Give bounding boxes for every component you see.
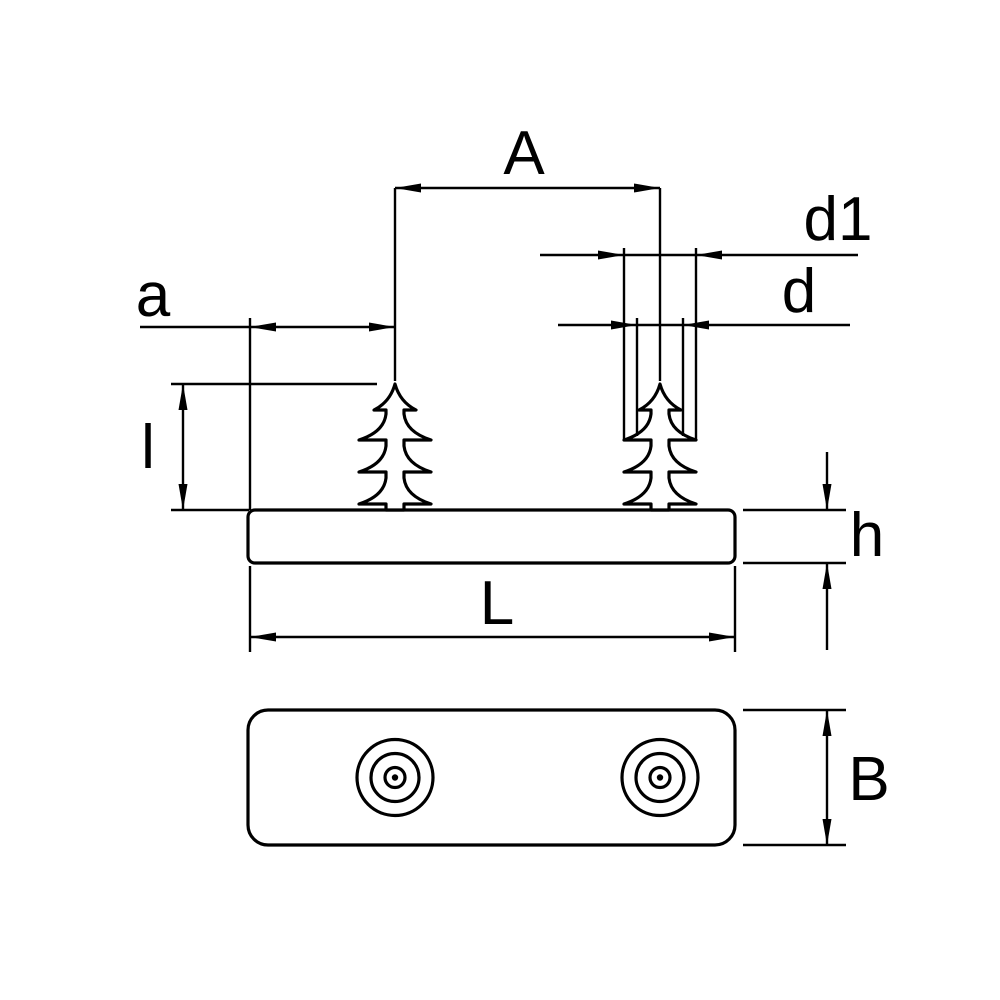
dim-label-a: a <box>136 261 171 330</box>
fastener-right <box>622 382 698 512</box>
plan-view <box>246 708 737 847</box>
dimension-d: d <box>558 257 850 436</box>
center-mark <box>391 774 399 781</box>
dim-label-d1: d1 <box>804 185 873 254</box>
arrowhead <box>822 819 832 845</box>
arrowhead <box>634 183 660 193</box>
arrowhead <box>822 710 832 736</box>
dimension-d1: d1 <box>540 185 872 440</box>
side-view <box>246 382 737 565</box>
arrowhead <box>683 320 709 330</box>
arrowhead <box>611 320 637 330</box>
arrowhead <box>598 250 624 260</box>
arrowhead <box>822 563 832 589</box>
plate-plan-outline <box>246 708 737 847</box>
arrowhead <box>369 322 395 332</box>
dimension-L: L <box>248 566 737 652</box>
dimension-h: h <box>743 452 884 650</box>
arrowhead <box>178 484 188 510</box>
dim-label-l: l <box>141 413 155 482</box>
dimension-B: B <box>743 708 890 847</box>
arrowhead <box>178 384 188 410</box>
dim-label-A: A <box>503 119 545 188</box>
dimension-A: A <box>393 119 662 381</box>
arrowhead <box>709 632 735 642</box>
center-mark <box>656 774 664 781</box>
dimension-l: l <box>141 382 377 512</box>
arrowhead <box>822 484 832 510</box>
dim-label-L: L <box>480 569 514 638</box>
arrowhead <box>250 632 276 642</box>
arrowhead <box>696 250 722 260</box>
arrowhead <box>395 183 421 193</box>
dim-label-d: d <box>782 257 816 326</box>
fastener-left <box>357 382 433 512</box>
fastener-hole-left <box>355 737 435 818</box>
dim-label-B: B <box>848 745 889 814</box>
dim-label-h: h <box>850 501 884 570</box>
plate-side-outline <box>246 508 737 565</box>
dimension-a: a <box>136 261 395 510</box>
fastener-hole-right <box>620 737 700 818</box>
arrowhead <box>250 322 276 332</box>
